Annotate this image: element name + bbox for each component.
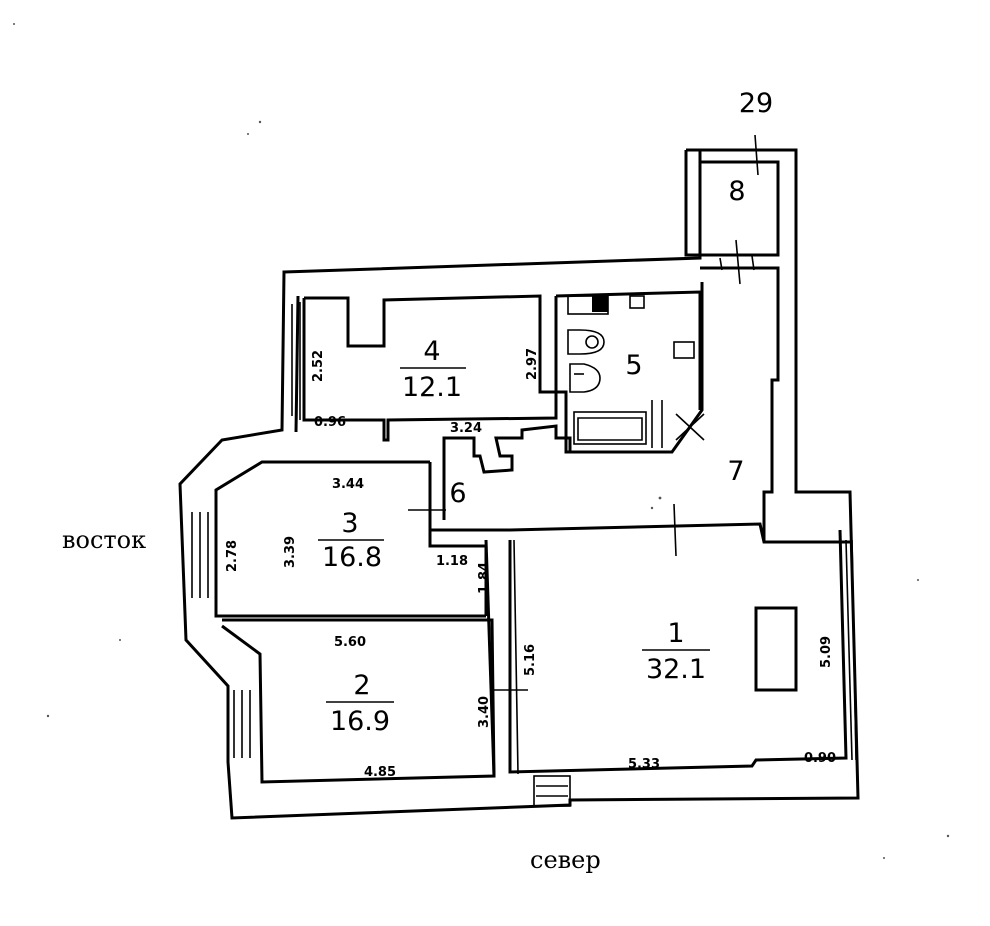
scan-speck: [917, 579, 919, 581]
room-4-area: 12.1: [402, 372, 462, 403]
dim-r6-corridor: 1.84: [477, 562, 492, 594]
room-5-vent-cross: [675, 413, 705, 441]
room-8-walls: [684, 148, 780, 257]
room-5-walls: [554, 290, 702, 454]
dim-r1-bottom-right: 0.90: [804, 751, 836, 766]
compass-north-label: север: [530, 846, 601, 874]
room-1-inner-wall: [513, 539, 519, 775]
room-5-bathtub: [573, 411, 647, 445]
scan-speck: [119, 639, 121, 641]
compass-east-label: восток: [62, 526, 146, 554]
scan-speck: [658, 496, 662, 500]
room-1-window: [845, 539, 853, 761]
apartment-number: 29: [739, 88, 773, 119]
dim-r4-right: 2.97: [525, 348, 540, 380]
room-1-column: [754, 606, 798, 692]
scan-speck: [946, 834, 950, 838]
room-5-drain: [585, 335, 599, 349]
room-1-walls: [508, 529, 848, 774]
scan-speck: [247, 133, 249, 135]
room-1-area: 32.1: [646, 654, 706, 685]
corridor-bottom-wall: [430, 522, 850, 544]
scan-speck: [13, 23, 15, 25]
dim-r4-bottom-left: 0.96: [314, 415, 346, 430]
outer-wall-inner: [294, 295, 300, 433]
dim-r3-top: 3.44: [332, 477, 364, 492]
dim-r1-right: 5.09: [819, 636, 834, 668]
room-3-area: 16.8: [322, 542, 382, 573]
scan-speck: [883, 857, 885, 859]
dim-r2-top: 5.60: [334, 635, 366, 650]
room-5-bathtub-inner: [577, 417, 643, 441]
room-5-washbasin: [567, 329, 605, 355]
room-4-number: 4: [423, 336, 440, 367]
room-2-area: 16.9: [330, 706, 390, 737]
room-6-number: 6: [449, 478, 466, 509]
dim-r2-right: 3.40: [477, 696, 492, 728]
room-1-window: [851, 539, 857, 761]
door-mark: [673, 503, 677, 557]
room-5-cabinet-dark: [592, 296, 608, 312]
room-8-number: 8: [728, 176, 745, 207]
outer-wall: [178, 148, 860, 820]
room-5-fixture: [629, 295, 645, 309]
dim-r2-bottom: 4.85: [364, 765, 396, 780]
room-5-fixture: [673, 341, 695, 359]
scan-speck: [46, 714, 50, 718]
dim-r4-left: 2.52: [311, 350, 326, 382]
dim-r1-left: 5.16: [523, 644, 538, 676]
room-7-number: 7: [727, 456, 744, 487]
room-1-balcony-door: [533, 775, 571, 807]
dim-r1-bottom: 5.33: [628, 757, 660, 772]
room-2-right-wall: [484, 539, 496, 777]
room-2-number: 2: [353, 670, 370, 701]
dim-r3-left: 3.39: [283, 536, 298, 568]
dim-r6-top: 3.24: [450, 421, 482, 436]
dim-r3-left-outer: 2.78: [225, 540, 240, 572]
scan-speck: [258, 120, 262, 124]
scan-speck: [650, 506, 654, 510]
room-5-toilet: [569, 363, 601, 393]
room-5-number: 5: [625, 350, 642, 381]
door-mark: [754, 134, 759, 176]
corridor-7-walls: [700, 266, 780, 542]
room-3-number: 3: [341, 508, 358, 539]
door-mark: [735, 239, 741, 285]
dim-r3-bottom-right: 1.18: [436, 554, 468, 569]
corridor-left-wall: [442, 282, 704, 520]
room-1-number: 1: [667, 618, 684, 649]
